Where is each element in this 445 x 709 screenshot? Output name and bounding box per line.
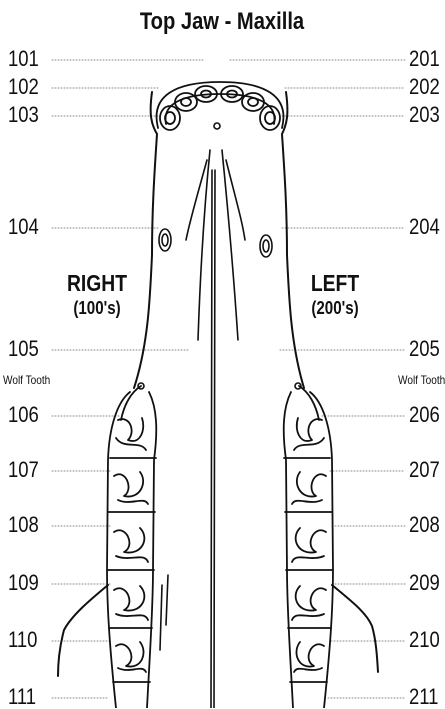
tooth-label-209: 209 [409,572,440,594]
tooth-label-111: 111 [8,686,36,708]
tooth-label-109: 109 [8,572,39,594]
tooth-label-211: 211 [409,686,438,708]
tooth-label-203: 203 [409,104,440,126]
right-cheek-teeth [107,386,156,708]
tooth-label-108: 108 [8,514,39,536]
right-side-label: RIGHT [59,272,135,295]
tooth-label-202: 202 [409,76,440,98]
tooth-label-103: 103 [8,104,39,126]
left-wolf-tooth-label: Wolf Tooth [398,374,445,386]
tooth-label-104: 104 [8,216,39,238]
tooth-label-106: 106 [8,404,39,426]
tooth-label-204: 204 [409,216,440,238]
tooth-label-110: 110 [8,629,37,651]
tooth-label-207: 207 [409,459,440,481]
tooth-label-210: 210 [409,629,440,651]
right-side-range: (100's) [59,299,135,317]
tooth-label-102: 102 [8,76,39,98]
palatal-ridges [160,123,245,708]
tooth-label-206: 206 [409,404,440,426]
right-wolf-tooth-label: Wolf Tooth [3,374,50,386]
incisor-arch [157,82,284,130]
tooth-label-101: 101 [8,48,39,70]
tooth-label-105: 105 [8,338,39,360]
tooth-label-208: 208 [409,514,440,536]
tooth-label-107: 107 [8,459,39,481]
left-cheek-teeth [284,386,333,708]
left-side-range: (200's) [297,299,373,317]
tooth-label-201: 201 [409,48,440,70]
chart-title: Top Jaw - Maxilla [130,10,315,34]
tooth-label-205: 205 [409,338,440,360]
left-side-label: LEFT [297,272,373,295]
